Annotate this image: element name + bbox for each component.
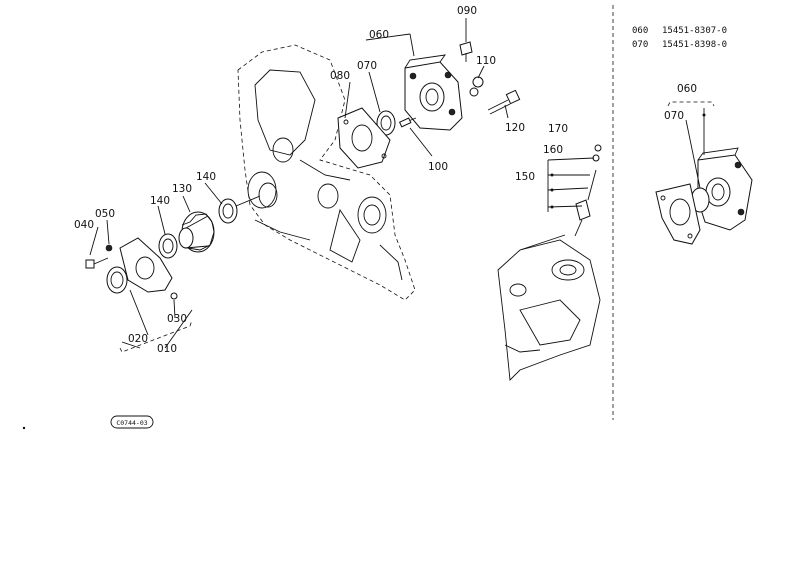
engine-block-detail [497, 234, 601, 381]
inset-leaders [667, 101, 715, 189]
callout-030: 030 [167, 313, 187, 325]
parts-table-ref: 060 [632, 26, 648, 36]
washer-140-right [218, 198, 238, 224]
figure-code-badge: C0744-03 [110, 415, 154, 429]
callout-090: 090 [457, 5, 477, 17]
callout-140-left: 140 [150, 195, 170, 207]
callout-150: 150 [515, 171, 535, 183]
bolt-040 [85, 257, 109, 269]
plug-030 [170, 292, 178, 300]
leader-lines [89, 18, 509, 349]
figure-code: C0744-03 [116, 419, 147, 427]
callout-140-right: 140 [196, 171, 216, 183]
parts-table-number: 15451-8398-0 [662, 40, 727, 50]
callout-110: 110 [476, 55, 496, 67]
pin-100 [398, 117, 417, 128]
assembly-bracket-010 [119, 319, 193, 353]
oil-seal-070 [376, 110, 396, 136]
bolt-110 [469, 76, 484, 97]
bolt-090 [459, 41, 473, 62]
callout-060: 060 [369, 29, 389, 41]
shaft-centerline [235, 195, 261, 207]
callout-160: 160 [543, 144, 563, 156]
inset-cover-assembly [655, 147, 753, 245]
callout-020: 020 [128, 333, 148, 345]
callout-120: 120 [505, 122, 525, 134]
stray-mark [22, 426, 26, 430]
callout-040: 040 [74, 219, 94, 231]
callout-080: 080 [330, 70, 350, 82]
parts-table-number: 15451-8307-0 [662, 26, 727, 36]
gear-case-housing [237, 44, 416, 301]
washer-140-left [158, 233, 178, 259]
parts-table: 060 15451-8307-0 070 15451-8398-0 [632, 26, 727, 50]
bolt-120 [487, 89, 521, 115]
sensor-150 [574, 169, 597, 237]
gear-130 [178, 211, 215, 253]
washer-050 [105, 244, 113, 252]
cap-170 [594, 144, 602, 152]
idle-gear-housing-020 [106, 237, 173, 294]
inset-callout-070: 070 [664, 110, 684, 122]
callout-100: 100 [428, 161, 448, 173]
callout-170: 170 [548, 123, 568, 135]
cover-plate-060 [404, 54, 463, 131]
sensor-leaders [547, 157, 595, 212]
callout-050: 050 [95, 208, 115, 220]
parts-table-ref: 070 [632, 40, 648, 50]
callout-010: 010 [157, 343, 177, 355]
inset-callout-060: 060 [677, 83, 697, 95]
callout-130: 130 [172, 183, 192, 195]
gasket-080 [337, 107, 391, 169]
callout-070: 070 [357, 60, 377, 72]
